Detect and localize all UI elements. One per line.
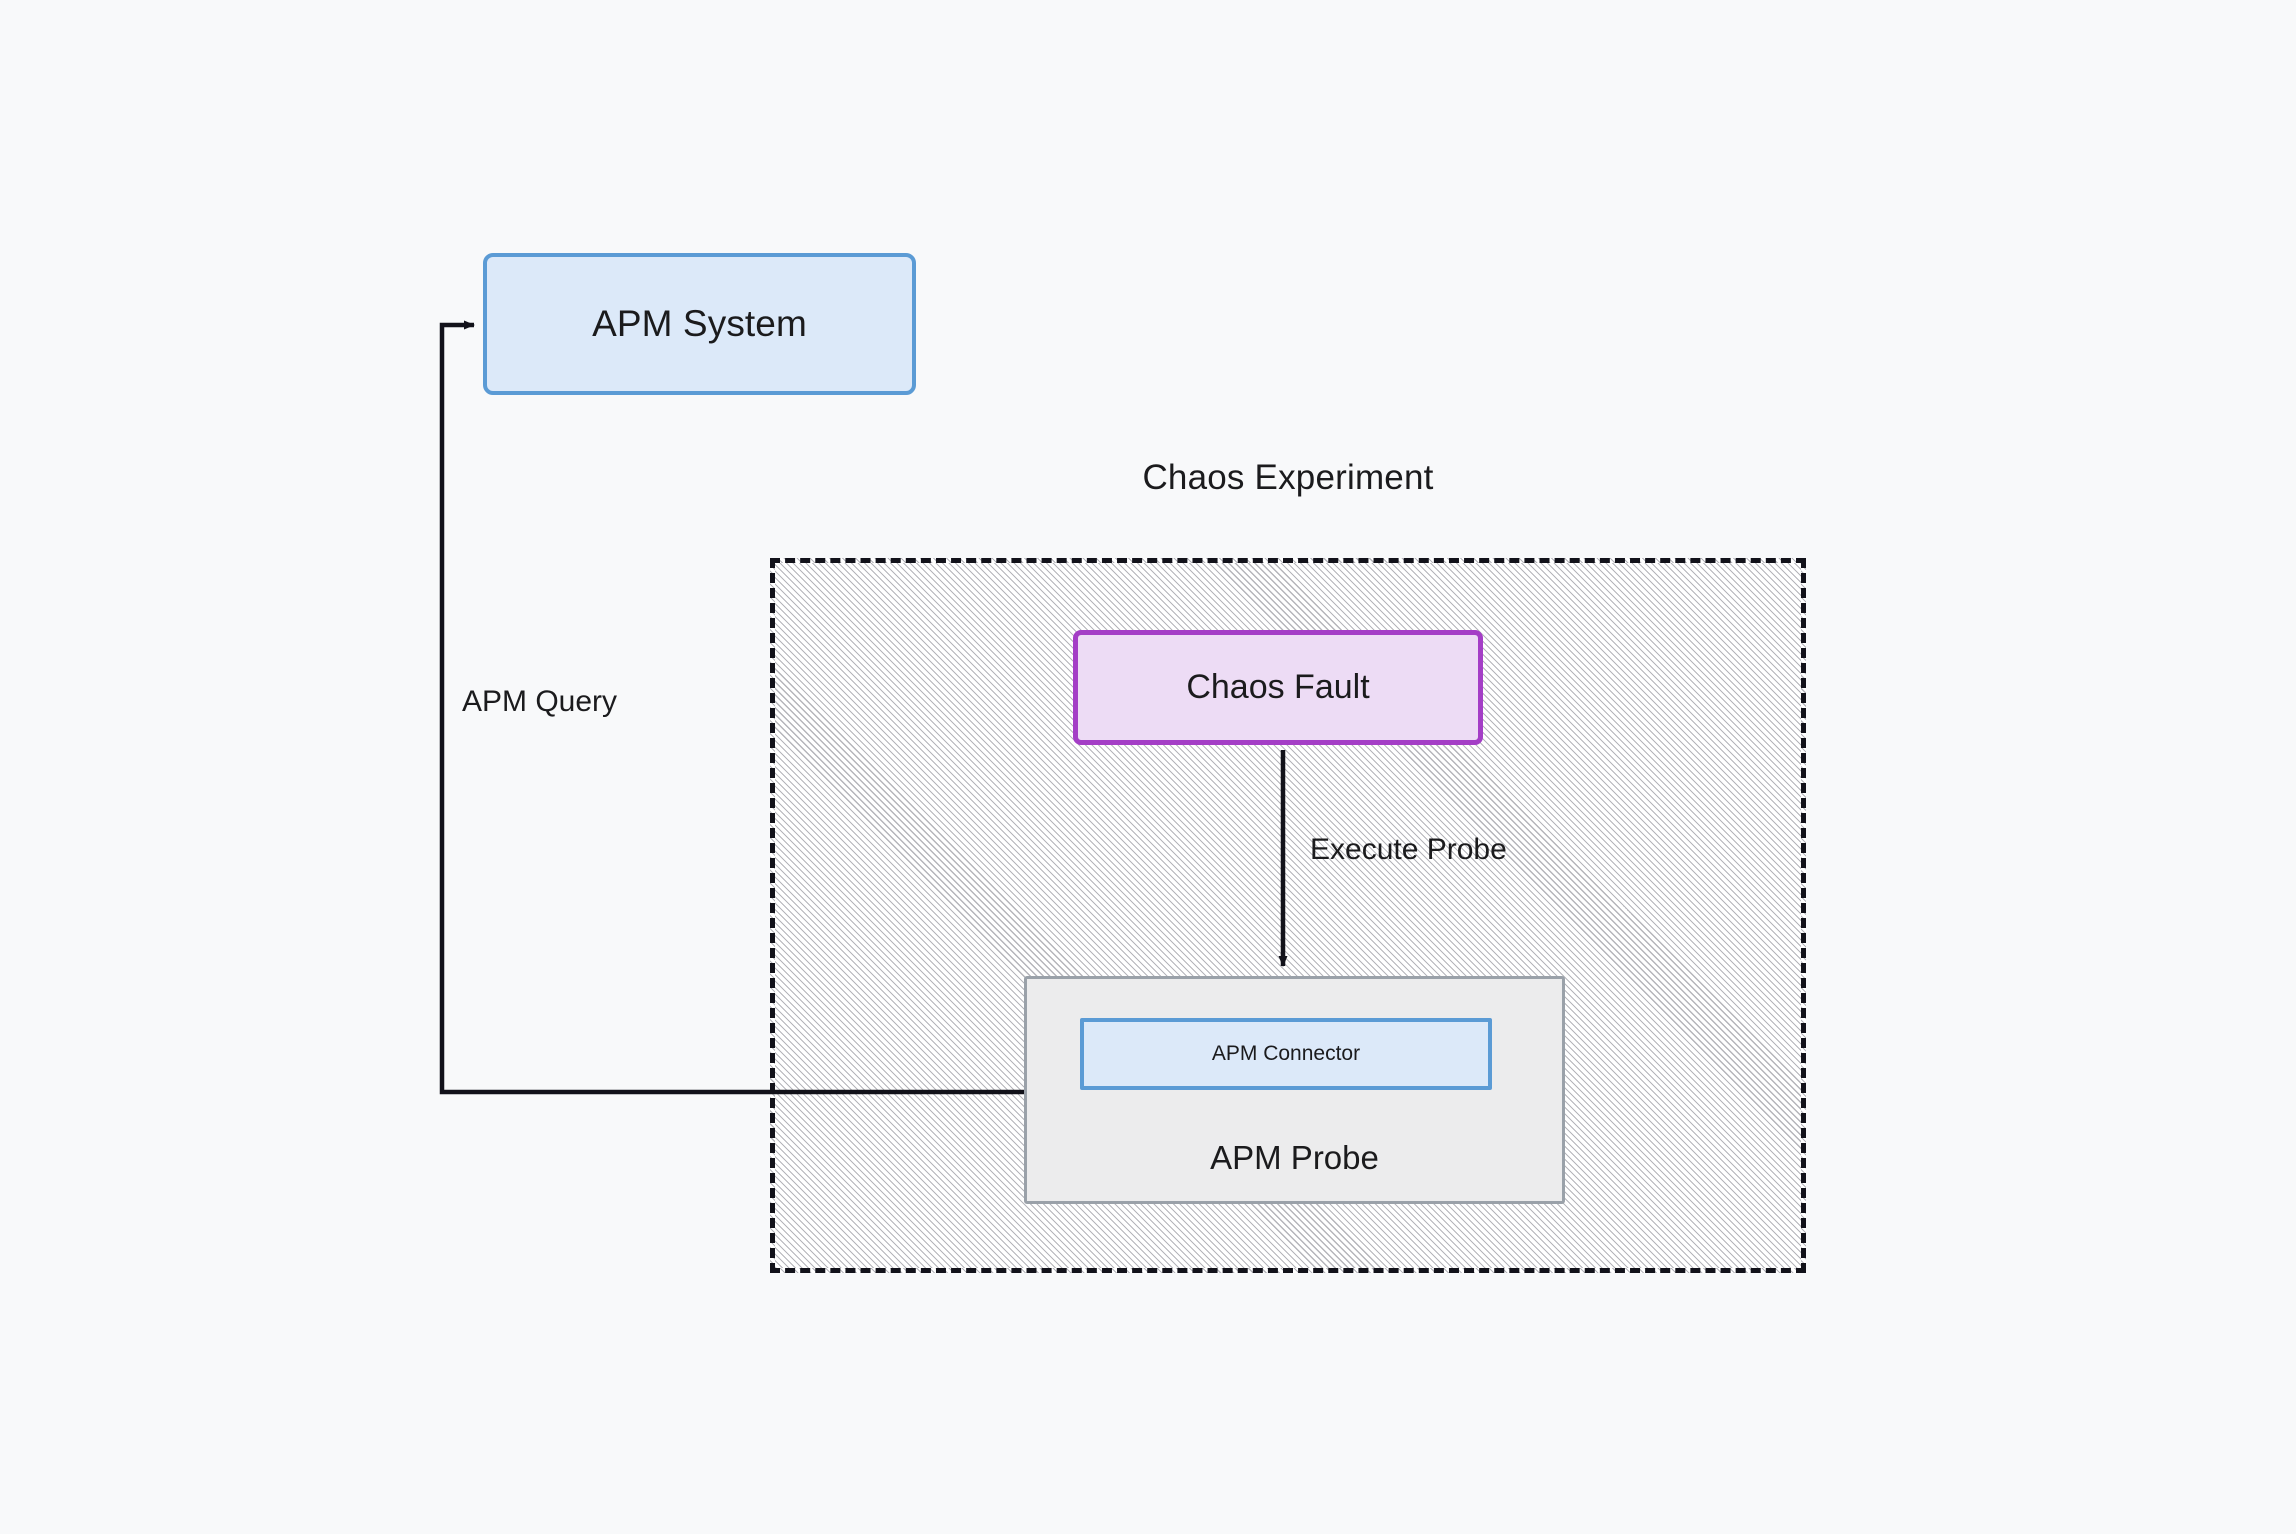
chaos-experiment-title: Chaos Experiment xyxy=(1142,458,1434,497)
node-apm-system[interactable]: APM System xyxy=(483,253,916,395)
node-apm-connector[interactable]: APM Connector xyxy=(1080,1018,1492,1090)
node-apm-connector-label: APM Connector xyxy=(1211,1042,1361,1065)
node-chaos-fault[interactable]: Chaos Fault xyxy=(1073,630,1483,745)
node-apm-system-label: APM System xyxy=(592,303,807,344)
edge-label-apm-query: APM Query xyxy=(462,685,618,718)
node-apm-probe-label: APM Probe xyxy=(1210,1139,1379,1176)
edge-label-execute-probe: Execute Probe xyxy=(1310,833,1507,866)
node-apm-probe[interactable]: APM Connector APM Probe xyxy=(1024,976,1565,1204)
node-chaos-fault-label: Chaos Fault xyxy=(1186,668,1370,706)
